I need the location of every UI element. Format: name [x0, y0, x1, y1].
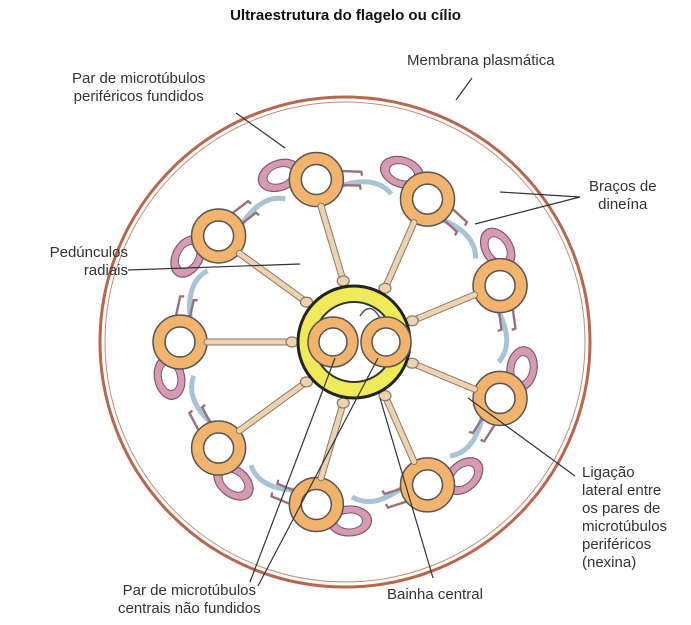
label-bainha-central: Bainha central: [387, 586, 483, 604]
label-pedunculos-radiais: Pedúnculos radiais: [15, 244, 128, 280]
label-par-perifericos: Par de microtúbulos periféricos fundidos: [72, 70, 205, 106]
membrana-text: Membrana plasmática: [407, 52, 555, 69]
pedunculos-line1: Pedúnculos: [15, 244, 128, 262]
nexin-link: [438, 218, 476, 258]
nexin-link: [496, 307, 507, 362]
ligacao-line2: lateral entre: [582, 482, 667, 500]
dynein-arm: [453, 209, 467, 225]
nexin-link: [337, 182, 392, 194]
peripheral-doublet: [189, 376, 260, 508]
bracos-line2: dineína: [589, 196, 657, 214]
dynein-arm: [233, 201, 251, 212]
par-perifericos-line2: periféricos fundidos: [72, 88, 205, 106]
nexin-link: [352, 485, 406, 502]
dynein-arm: [343, 185, 361, 190]
label-ligacao-lateral: Ligação lateral entre os pares de microt…: [582, 464, 667, 572]
label-membrana-plasmatica: Membrana plasmática: [407, 52, 555, 70]
nexin-link: [192, 376, 216, 427]
dynein-arm: [176, 296, 184, 314]
dynein-arm: [512, 310, 516, 330]
par-centrais-line2: centrais não fundidos: [118, 600, 261, 618]
peripheral-doublet: [450, 345, 540, 456]
ligacao-line5: periféricos: [582, 536, 667, 554]
dynein-arm: [343, 171, 362, 176]
dynein-arm: [189, 410, 198, 429]
nexin-link: [190, 271, 208, 324]
pedunculos-line2: radiais: [15, 262, 128, 280]
peripheral-doublet: [150, 271, 207, 402]
ligacao-line4: microtúbulos: [582, 518, 667, 536]
dynein-arm: [386, 502, 406, 508]
peripheral-doublet: [251, 465, 372, 536]
nexin-link: [450, 412, 483, 456]
dynein-arm: [481, 425, 495, 441]
spoke-head: [286, 337, 298, 347]
ligacao-line6: (nexina): [582, 554, 667, 572]
peripheral-doublet: [352, 450, 490, 512]
bracos-line1: Braços de: [589, 178, 657, 196]
ligacao-line3: os pares de: [582, 500, 667, 518]
spoke-head: [337, 398, 349, 408]
peripheral-doublet: [376, 151, 475, 258]
peripheral-doublet: [473, 222, 527, 362]
label-bracos-dineina: Braços de dineína: [589, 178, 657, 214]
ligacao-line1: Ligação: [582, 464, 667, 482]
spoke-head: [337, 276, 349, 286]
label-par-centrais: Par de microtúbulos centrais não fundido…: [118, 582, 261, 618]
par-perifericos-line1: Par de microtúbulos: [72, 70, 205, 88]
par-centrais-line1: Par de microtúbulos: [118, 582, 261, 600]
bainha-text: Bainha central: [387, 586, 483, 603]
